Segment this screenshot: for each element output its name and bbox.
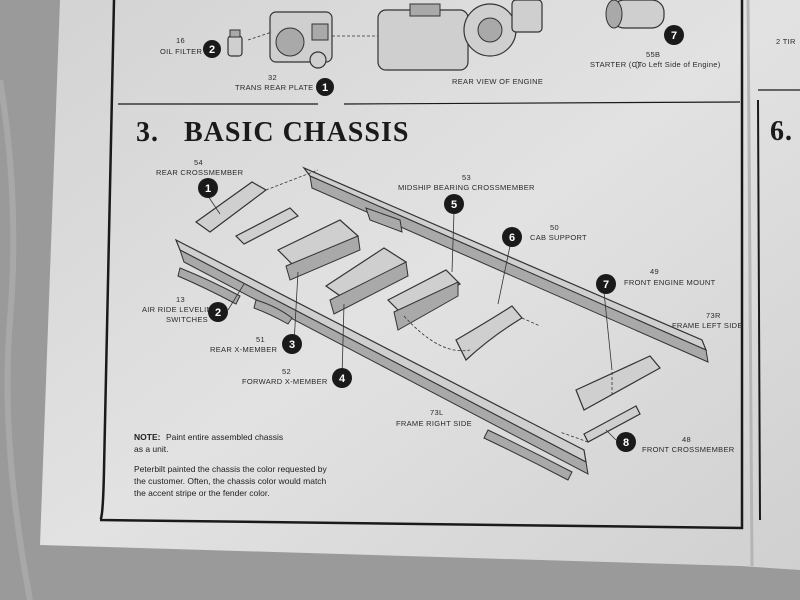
callout-1-step: 1 (205, 183, 211, 195)
callout-7-num: 49 (650, 267, 659, 276)
leader-7 (603, 291, 613, 371)
fold-line (746, 0, 754, 567)
frame-right-name: FRAME RIGHT SIDE (396, 419, 472, 428)
trans-rear-plate-part (269, 11, 333, 69)
rear-leaf-spring (177, 267, 241, 305)
callout-6-num: 50 (550, 223, 559, 232)
assembly-line-2 (403, 315, 471, 352)
air-ride-switches-part (253, 299, 293, 325)
callout-7-badge (596, 274, 616, 294)
frame-left-name: FRAME LEFT SIDE (672, 321, 743, 330)
rear-top-crossmember (234, 207, 300, 245)
oil-filter-label: OIL FILTER (160, 47, 202, 56)
callout-5-badge (444, 194, 464, 214)
callout-3-step: 3 (289, 339, 295, 351)
note-line-1: Paint entire assembled chassis (166, 432, 283, 442)
callout-4-name: FORWARD X-MEMBER (242, 377, 328, 386)
starter-note: (To Left Side of Engine) (635, 60, 721, 69)
note-paragraph-line-1: Peterbilt painted the chassis the color … (134, 464, 328, 474)
oil-filter-step-num: 2 (209, 44, 215, 56)
note-paragraph-line-2: the customer. Often, the chassis color w… (134, 476, 327, 486)
starter-part (605, 0, 665, 29)
leader-5 (451, 211, 455, 273)
frame-left-side-web (309, 175, 709, 363)
callout-2-name2: SWITCHES (166, 315, 208, 324)
callout-7-name: FRONT ENGINE MOUNT (624, 278, 716, 287)
leader-3 (293, 271, 299, 345)
callout-1-num: 54 (194, 158, 203, 167)
callout-6-step: 6 (509, 232, 515, 244)
callout-2-name: AIR RIDE LEVELING (142, 305, 218, 314)
right-edge-fragment: 2 TIR (776, 37, 796, 46)
callout-5-name: MIDSHIP BEARING CROSSMEMBER (398, 183, 535, 192)
engine-rear-view-part (377, 0, 543, 71)
callout-2-badge (208, 302, 228, 322)
callout-5-step: 5 (451, 199, 457, 211)
callout-3-name: REAR X-MEMBER (210, 345, 278, 354)
assembly-line-1 (265, 169, 319, 191)
starter-step-num: 7 (671, 30, 677, 42)
callout-6-badge (502, 227, 522, 247)
callout-2-step: 2 (215, 307, 221, 319)
oil-filter-part (227, 29, 243, 57)
section-divider-right (343, 101, 741, 105)
rear-rail-bracket (365, 207, 403, 233)
trans-plate-step-num: 1 (322, 82, 328, 94)
callout-4-badge (332, 368, 352, 388)
leader-8 (605, 429, 617, 441)
callout-8-badge (616, 432, 636, 452)
trans-plate-step-badge (316, 78, 334, 96)
frame-right-num: 73L (430, 408, 443, 417)
callout-3-badge (282, 334, 302, 354)
callout-8-name: FRONT CROSSMEMBER (642, 445, 735, 454)
oil-filter-num: 16 (176, 36, 185, 45)
section-number: 3. (136, 117, 159, 148)
next-section-fragment: 6. (770, 116, 793, 147)
section-border (98, 0, 744, 530)
note-paragraph-line-3: the accent stripe or the fender color. (134, 488, 270, 498)
callout-8-num: 48 (682, 435, 691, 444)
leader-1 (207, 195, 221, 215)
trans-plate-num: 32 (268, 73, 277, 82)
note-line-2: as a unit. (134, 444, 169, 454)
starter-step-badge (664, 25, 684, 45)
leader-4 (341, 303, 345, 379)
engine-assembly-line (247, 31, 378, 41)
callout-6-name: CAB SUPPORT (530, 233, 587, 242)
callout-8-step: 8 (623, 437, 629, 449)
callout-1-name: REAR CROSSMEMBER (156, 168, 244, 177)
frame-right-side-web (179, 248, 589, 475)
starter-label: STARTER (C) (590, 60, 640, 69)
note-label: NOTE: (134, 432, 161, 442)
leader-6 (497, 245, 511, 305)
callout-5-num: 53 (462, 173, 471, 182)
starter-num: 55B (646, 50, 660, 59)
callout-2-num: 13 (176, 295, 185, 304)
front-leaf-spring (483, 429, 573, 481)
callout-3-num: 51 (256, 335, 265, 344)
front-engine-mount-part (575, 355, 661, 411)
oil-filter-step-badge (203, 40, 221, 58)
callout-4-step: 4 (339, 373, 346, 385)
right-panel-border (757, 99, 761, 521)
section-title: BASIC CHASSIS (184, 117, 409, 148)
frame-left-num: 73R (706, 311, 721, 320)
assembly-line-3 (521, 317, 613, 396)
rear-view-label: REAR VIEW OF ENGINE (452, 77, 543, 86)
callout-4-num: 52 (282, 367, 291, 376)
trans-plate-label: TRANS REAR PLATE (235, 83, 313, 92)
callout-1-badge (198, 178, 218, 198)
front-crossmember-part (583, 405, 641, 443)
table-texture (0, 79, 33, 600)
callout-7-step: 7 (603, 279, 609, 291)
leader-2 (227, 283, 245, 311)
